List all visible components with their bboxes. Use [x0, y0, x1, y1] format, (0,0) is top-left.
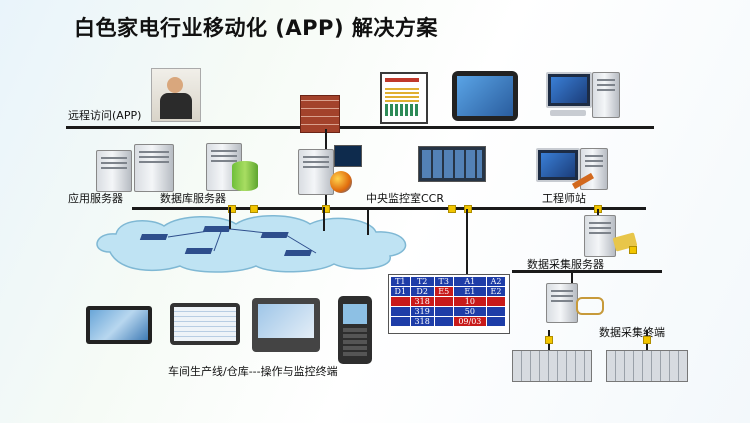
network-cloud — [96, 215, 407, 273]
table-cell: 10 — [452, 296, 488, 307]
monitoring-table: T1 T2 T3 A1 A2 D1 D2 E5 E1 E2 318 10 319… — [390, 276, 506, 327]
table-cell: E2 — [486, 286, 506, 297]
app-server-label: 应用服务器 — [68, 192, 123, 205]
collect-terminal-icon — [546, 283, 606, 323]
table-cell-text: E2 — [490, 287, 502, 296]
bus-node — [250, 205, 258, 213]
tablet-icon — [452, 71, 518, 121]
db-server-label: 数据库服务器 — [160, 192, 226, 205]
bus-node — [228, 205, 236, 213]
table-cell — [433, 316, 454, 327]
touch-panel-icon — [170, 303, 240, 345]
table-cell: T1 — [390, 276, 411, 287]
engineer-station-label: 工程师站 — [542, 192, 586, 205]
handheld-scanner-icon — [338, 296, 372, 364]
db-server-icon — [206, 143, 262, 195]
plc-rack-icon — [606, 350, 688, 382]
remote-access-label: 远程访问(APP) — [68, 109, 142, 122]
table-cell: D1 — [390, 286, 411, 297]
collect-link — [571, 272, 573, 286]
table-cell — [390, 306, 411, 317]
bus-node — [545, 336, 553, 344]
table-cell: E1 — [452, 286, 488, 297]
table-cell — [433, 296, 454, 307]
table-cell — [486, 306, 506, 317]
table-cell: 318 — [409, 316, 435, 327]
collect-server-label: 数据采集服务器 — [527, 258, 604, 271]
table-cell: A2 — [486, 276, 506, 287]
table-cell: E5 — [433, 286, 454, 297]
plant-network-bus — [132, 207, 646, 210]
bus-node — [464, 205, 472, 213]
vehicle-terminal-icon — [252, 298, 320, 352]
table-cell — [433, 306, 454, 317]
cloud-link — [367, 207, 369, 235]
cloud-link — [323, 207, 325, 231]
workshop-label: 车间生产线/仓库---操作与监控终端 — [168, 365, 338, 378]
collect-terminal-label: 数据采集终端 — [599, 326, 665, 339]
table-cell: 319 — [409, 306, 435, 317]
table-cell — [486, 316, 506, 327]
ccr-label: 中央监控室CCR — [366, 192, 445, 205]
table-cell: 50 — [452, 306, 488, 317]
table-cell: D2 — [409, 286, 435, 297]
monitoring-panel: T1 T2 T3 A1 A2 D1 D2 E5 E1 E2 318 10 319… — [388, 274, 510, 334]
table-cell — [486, 296, 506, 307]
hmi-panel-icon — [86, 306, 152, 344]
desktop-pc-icon — [546, 72, 620, 122]
cloud-link — [229, 207, 231, 229]
report-screen-icon — [380, 72, 428, 124]
table-cell — [390, 316, 411, 327]
table-cell: 318 — [409, 296, 435, 307]
bus-node — [322, 205, 330, 213]
bus-node — [643, 336, 651, 344]
table-cell: A1 — [452, 276, 488, 287]
ccr-server-icon — [298, 145, 362, 197]
remote-user-photo — [151, 68, 201, 122]
bus-node — [448, 205, 456, 213]
page-title: 白色家电行业移动化 (APP) 解决方案 — [74, 16, 438, 40]
engineer-station-icon — [536, 148, 610, 196]
remote-access-bus — [66, 126, 654, 129]
collect-bus — [512, 270, 662, 273]
table-cell: T3 — [433, 276, 454, 287]
monitor-panel-link — [466, 209, 468, 275]
firewall-icon — [300, 95, 340, 133]
table-cell: 09/03 — [452, 316, 488, 327]
ccr-video-wall-icon — [418, 146, 486, 182]
collect-server-icon — [584, 215, 642, 259]
bus-node — [629, 246, 637, 254]
table-cell — [390, 296, 411, 307]
plc-rack-icon — [512, 350, 592, 382]
table-cell: T2 — [409, 276, 435, 287]
app-server-icon — [96, 144, 182, 194]
